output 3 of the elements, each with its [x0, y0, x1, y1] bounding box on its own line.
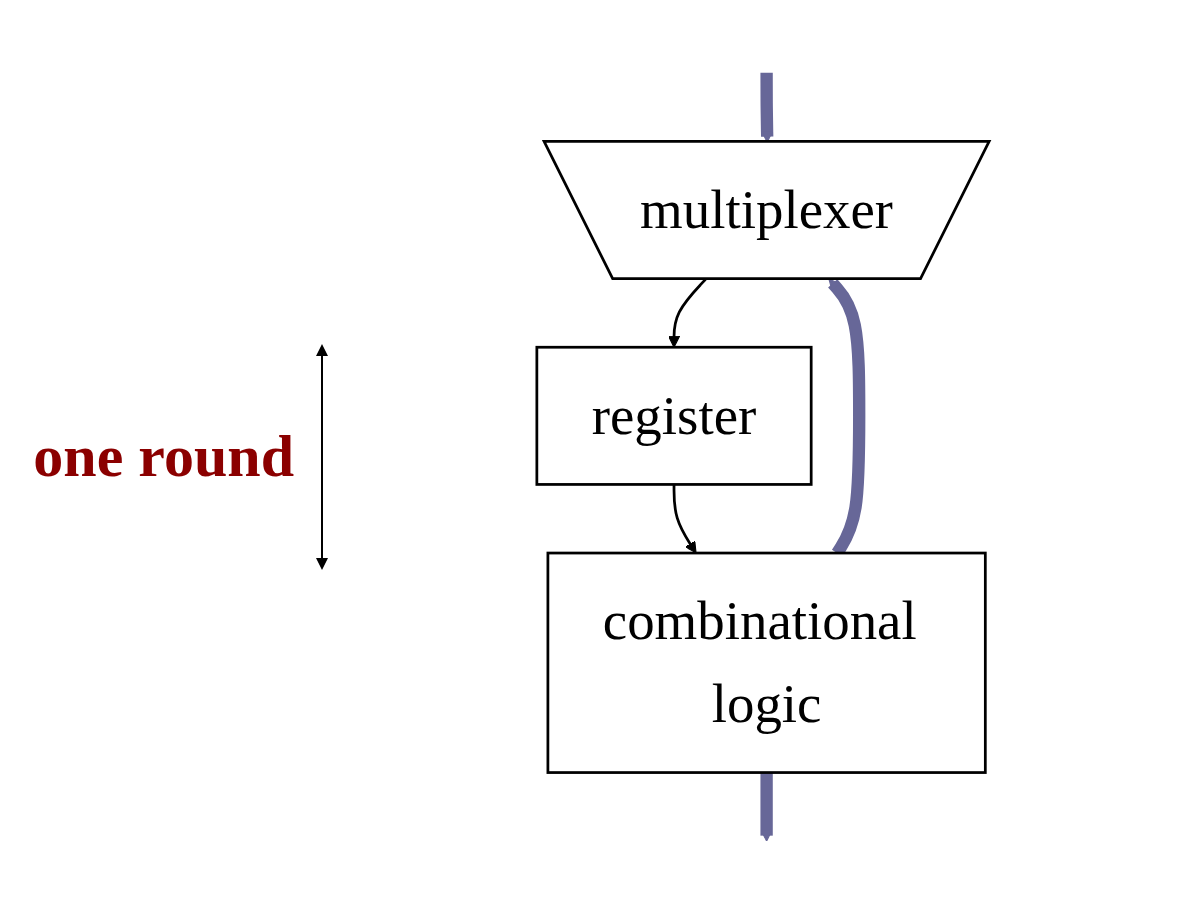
node-box: register — [535, 345, 813, 486]
round-label: one round — [33, 422, 294, 491]
node-box: combinational logic — [546, 551, 987, 774]
